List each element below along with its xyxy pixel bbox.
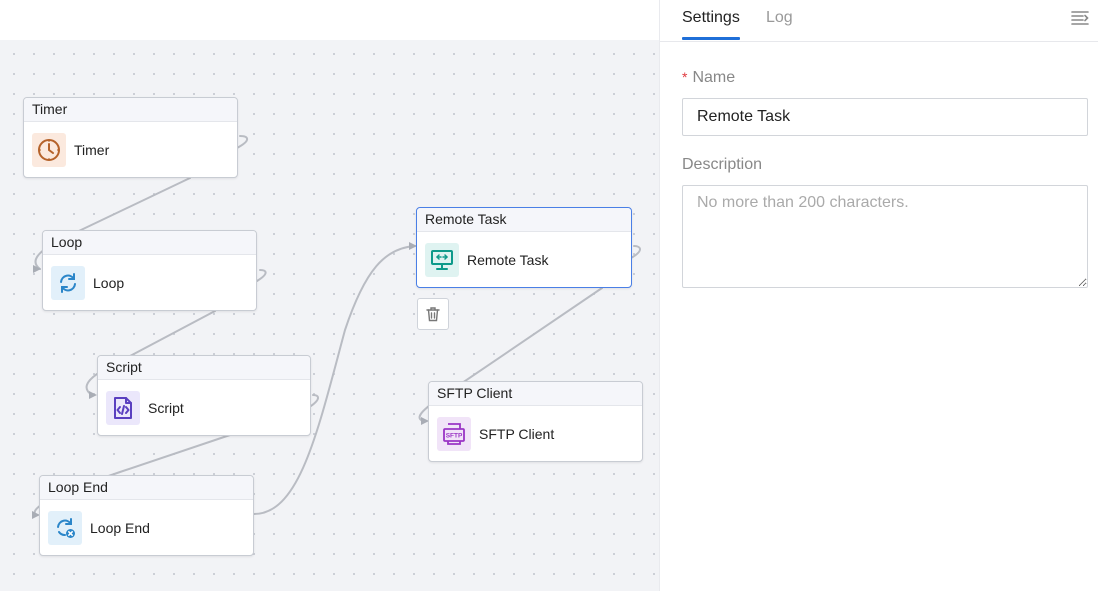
collapse-panel-icon[interactable]	[1070, 8, 1090, 28]
description-textarea[interactable]	[682, 185, 1088, 288]
node-label: Remote Task	[467, 252, 549, 268]
node-loop-end[interactable]: Loop End Loop End	[39, 475, 254, 556]
arrow-script	[89, 391, 97, 399]
node-remote-task[interactable]: Remote Task Remote Task	[416, 207, 632, 288]
sftp-icon: SFTP	[437, 417, 471, 451]
description-label: Description	[682, 156, 763, 173]
name-input[interactable]	[682, 98, 1088, 136]
arrow-sftp	[421, 417, 429, 425]
node-label: Loop	[93, 275, 125, 291]
settings-panel: Settings Log *Name Description	[659, 0, 1098, 591]
edge-loopend-remote	[253, 245, 416, 515]
tab-settings[interactable]: Settings	[682, 9, 740, 26]
name-label: *Name	[682, 69, 735, 87]
node-loop[interactable]: Loop Loop	[42, 230, 257, 311]
code-icon	[106, 391, 140, 425]
node-header: Timer	[24, 98, 237, 122]
loop-end-icon	[48, 511, 82, 545]
tab-log[interactable]: Log	[766, 9, 793, 26]
active-tab-indicator	[682, 37, 740, 40]
node-label: Timer	[74, 142, 110, 158]
panel-tabs: Settings Log	[660, 0, 1098, 42]
node-label: Loop End	[90, 520, 150, 536]
node-sftp-client[interactable]: SFTP Client SFTP SFTP Client	[428, 381, 643, 462]
node-header: Script	[98, 356, 310, 380]
node-timer[interactable]: Timer Timer	[23, 97, 238, 178]
refresh-icon	[51, 266, 85, 300]
canvas-toolbar-area	[0, 0, 659, 40]
node-label: Script	[148, 400, 184, 416]
arrow-loopend	[32, 511, 40, 519]
edges-layer	[32, 135, 641, 519]
required-mark: *	[682, 69, 688, 85]
arrow-loop	[33, 265, 41, 273]
node-header: Remote Task	[417, 208, 631, 232]
node-header: SFTP Client	[429, 382, 642, 406]
node-header: Loop	[43, 231, 256, 255]
monitor-transfer-icon	[425, 243, 459, 277]
delete-node-button[interactable]	[417, 298, 449, 330]
node-header: Loop End	[40, 476, 253, 500]
trash-icon	[426, 307, 440, 322]
node-script[interactable]: Script Script	[97, 355, 311, 436]
name-label-text: Name	[692, 69, 736, 86]
sftp-icon-text: SFTP	[446, 433, 463, 440]
arrow-remote	[409, 242, 417, 250]
clock-icon	[32, 133, 66, 167]
node-label: SFTP Client	[479, 426, 555, 442]
